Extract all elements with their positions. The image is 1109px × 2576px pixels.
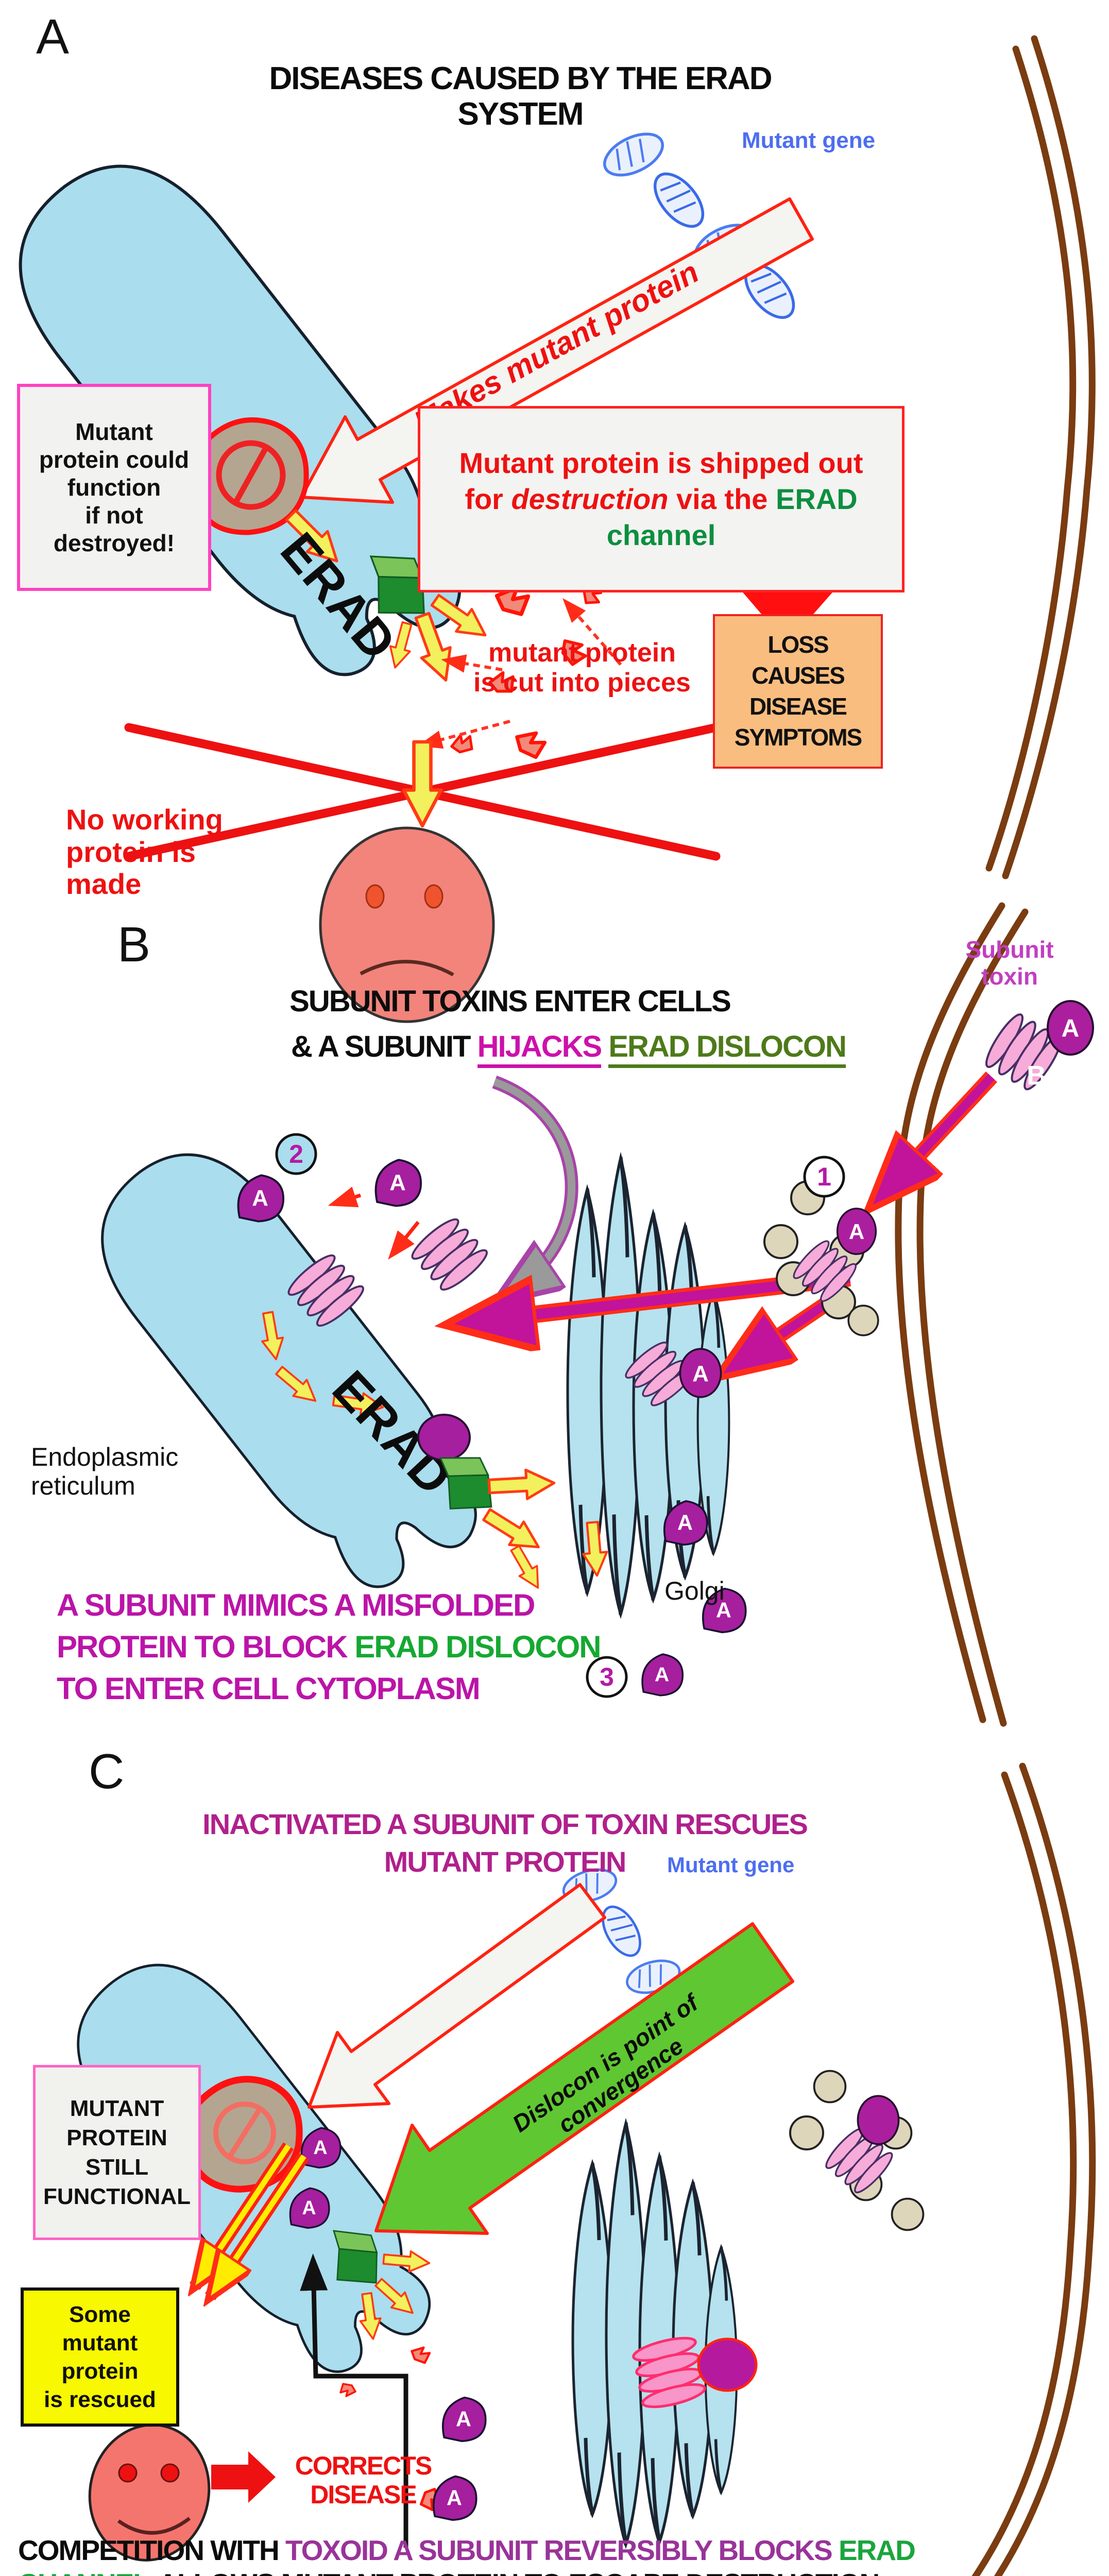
corrects-disease-label: CORRECTS DISEASE <box>295 2451 433 2509</box>
panel-a-graphics: ERAD <box>0 35 1096 1023</box>
panel-b-graphics: B A A 1 <box>66 902 1094 1727</box>
vesicle-cluster: A <box>763 1180 879 1336</box>
panel-c-title: INACTIVATED A SUBUNIT OF TOXIN RESCUES M… <box>202 1808 808 1878</box>
title2-space <box>601 1030 608 1063</box>
toxin-route-arrows <box>469 1071 998 1366</box>
b-caption-line1: A SUBUNIT MIMICS A MISFOLDED <box>57 1588 535 1622</box>
panel-b-caption: A SUBUNIT MIMICS A MISFOLDED PROTEIN TO B… <box>57 1584 602 1709</box>
protein-fragment <box>410 2346 430 2363</box>
b-caption-line2-green: ERAD DISLOCON <box>354 1630 601 1664</box>
panel-a-title: DISEASES CAUSED BY THE ERAD SYSTEM <box>269 61 773 132</box>
a-subunit-letter: A <box>1062 1015 1080 1042</box>
panel-b-letter: B <box>117 917 151 972</box>
er-shape-b <box>66 1121 507 1616</box>
dissociation-arrows <box>328 1187 420 1260</box>
c-caption-green1: ERAD <box>838 2534 916 2566</box>
step-3-badge: 3 <box>586 1656 628 1698</box>
b-caption-line3: TO ENTER CELL CYTOPLASM <box>57 1671 481 1706</box>
happy-face-icon <box>88 2424 211 2562</box>
golgi-label: Golgi <box>664 1577 725 1605</box>
title2-erad-dislocon: ERAD DISLOCON <box>608 1030 847 1068</box>
mutant-gene-label-a: Mutant gene <box>742 128 876 153</box>
cell-membrane-icon <box>985 35 1096 879</box>
c-caption-purple: TOXOID A SUBUNIT REVERSIBLY BLOCKS <box>285 2534 839 2566</box>
hijack-curved-arrow <box>494 1078 576 1291</box>
no-working-protein-label: No working protein is made <box>66 803 223 901</box>
channel-pointer-connector <box>300 2253 408 2548</box>
b-subunit-letter: B <box>1027 1061 1046 1091</box>
title2-prefix: & A SUBUNIT <box>291 1030 477 1063</box>
c-caption-black1: COMPETITION WITH <box>18 2534 286 2566</box>
a-subunit-letter: A <box>692 1361 709 1386</box>
step-1-badge: 1 <box>803 1156 845 1198</box>
yellow-arrow-down <box>404 742 441 826</box>
a-subunit-icon <box>441 2396 487 2443</box>
step-number: 1 <box>817 1162 831 1191</box>
a-subunit-icon <box>641 1653 684 1697</box>
panel-c-caption: COMPETITION WITH TOXOID A SUBUNIT REVERS… <box>18 2534 1089 2576</box>
sad-face-icon <box>319 826 495 1023</box>
toxoid-at-golgi-icon <box>632 2333 758 2411</box>
shipped-out-box: Mutant protein is shipped out for destru… <box>418 406 905 592</box>
rescued-protein-arrows <box>195 2142 309 2297</box>
b-pentamer-icon <box>400 1206 499 1303</box>
er-label: Endoplasmic reticulum <box>31 1443 179 1500</box>
shipped-text-destruction: destruction <box>511 483 669 515</box>
panel-b-title-2: & A SUBUNIT HIJACKS ERAD DISLOCON <box>291 1030 847 1068</box>
could-function-box: Mutant protein could function if not des… <box>17 384 211 591</box>
panel-c-graphics <box>45 1762 1096 2576</box>
cell-membrane-icon <box>895 902 1029 1727</box>
rescued-box: Some mutant protein is rescued <box>21 2287 179 2427</box>
golgi-toxin-icon: A <box>615 1331 722 1417</box>
c-caption-black2: -ALLOWS MUTANT PROTEIN TO ESCAPE DESTRUC… <box>149 2568 880 2576</box>
loss-box: LOSS CAUSES DISEASE SYMPTOMS <box>713 614 883 769</box>
subunit-toxin-icon: B A <box>966 995 1094 1108</box>
shipped-text-channel: channel <box>606 519 716 551</box>
a-subunit-in-channel <box>417 1414 471 1461</box>
protein-fragment <box>339 2383 356 2397</box>
yellow-arrow <box>489 1468 555 1501</box>
panel-b-title-1: SUBUNIT TOXINS ENTER CELLS <box>289 985 731 1018</box>
corrects-disease-arrow <box>211 2451 276 2503</box>
cut-into-pieces-label: mutant protein is cut into pieces <box>473 638 691 698</box>
panel-a-letter: A <box>36 9 70 64</box>
shipped-text-erad: ERAD <box>775 483 858 515</box>
golgi-stack-icon <box>573 2124 737 2544</box>
a-subunit-icon <box>374 1159 422 1207</box>
hijack-curved-arrow-outline <box>492 1075 578 1296</box>
dislocon-convergence-arrow <box>374 1922 794 2235</box>
step-number: 3 <box>600 1663 614 1691</box>
b-caption-line2-prefix: PROTEIN TO BLOCK <box>57 1630 355 1664</box>
shipped-text-3: via the <box>668 483 776 515</box>
protein-fragment <box>513 728 547 758</box>
subunit-toxin-label: Subunit toxin <box>965 936 1054 990</box>
cell-membrane-icon <box>971 1762 1096 2576</box>
mutant-gene-label-c: Mutant gene <box>667 1853 795 1877</box>
still-functional-box: MUTANT PROTEIN STILL FUNCTIONAL <box>33 2065 201 2240</box>
a-subunit-letter: A <box>849 1219 864 1244</box>
c-caption-green2: CHANNEL <box>18 2568 150 2576</box>
step-number: 2 <box>289 1140 303 1168</box>
gene-to-er-arrow <box>308 1883 606 2109</box>
shipped-text-1: Mutant protein is shipped out <box>459 447 863 479</box>
step-2-badge: 2 <box>275 1133 317 1175</box>
shipped-text-2: for <box>465 483 511 515</box>
vesicle-cluster <box>789 2070 925 2231</box>
title2-hijacks: HIJACKS <box>477 1030 602 1068</box>
panel-c-letter: C <box>89 1744 125 1799</box>
